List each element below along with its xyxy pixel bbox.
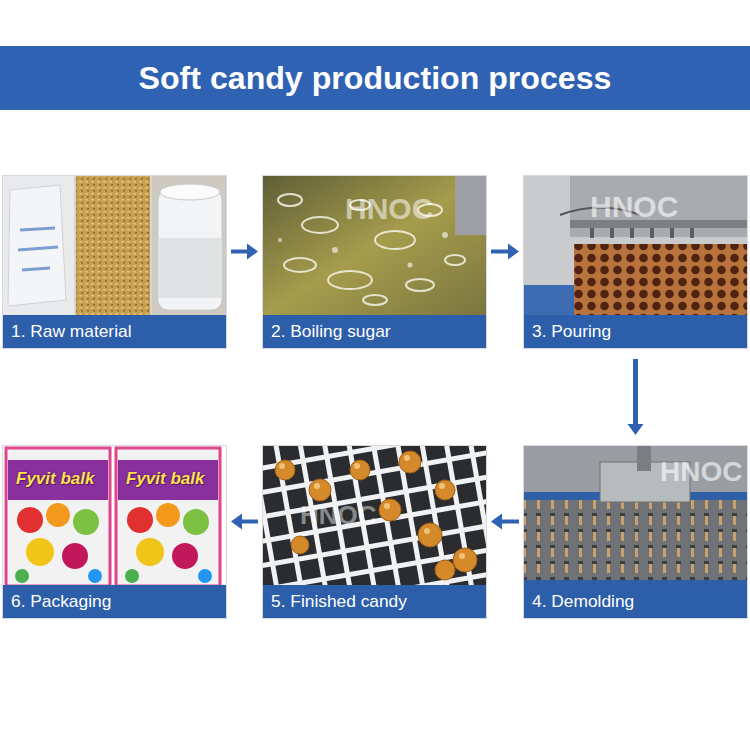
arrow-head (508, 244, 519, 260)
step-label-bar: 1. Raw material (3, 315, 226, 348)
step-label: 4. Demolding (524, 585, 747, 618)
watermark: HNOC (590, 190, 678, 224)
step-label: 1. Raw material (3, 315, 226, 348)
step-label-bar: 2. Boiling sugar (263, 315, 486, 348)
arrow-shaft (500, 520, 519, 524)
flow-arrow (628, 359, 644, 435)
watermark: HNOC (300, 500, 377, 531)
step-label-bar: 5. Finished candy (263, 585, 486, 618)
flow-arrow (231, 514, 258, 530)
watermark: HNOC (345, 192, 433, 226)
title-band: Soft candy production process (0, 46, 750, 110)
arrow-shaft (633, 359, 638, 426)
arrow-head (628, 424, 644, 435)
step-label: 6. Packaging (3, 585, 226, 618)
flow-arrow (491, 244, 519, 260)
arrow-head (247, 244, 258, 260)
step-label-bar: 6. Packaging (3, 585, 226, 618)
process-step: 5. Finished candy (262, 445, 487, 619)
step-label: 3. Pouring (524, 315, 747, 348)
step-label: 5. Finished candy (263, 585, 486, 618)
arrow-shaft (231, 250, 249, 254)
watermark: HNOC (660, 456, 742, 488)
arrow-head (491, 514, 502, 530)
flow-arrow (491, 514, 519, 530)
arrow-head (231, 514, 242, 530)
flow-arrow (231, 244, 258, 260)
step-label-bar: 4. Demolding (524, 585, 747, 618)
arrow-shaft (240, 520, 258, 524)
arrow-shaft (491, 250, 510, 254)
package-brand: Fyvit balk (126, 469, 204, 489)
step-label: 2. Boiling sugar (263, 315, 486, 348)
step-label-bar: 3. Pouring (524, 315, 747, 348)
package-brand: Fyvit balk (16, 469, 94, 489)
process-step: 1. Raw material (2, 175, 227, 349)
title: Soft candy production process (0, 46, 750, 110)
